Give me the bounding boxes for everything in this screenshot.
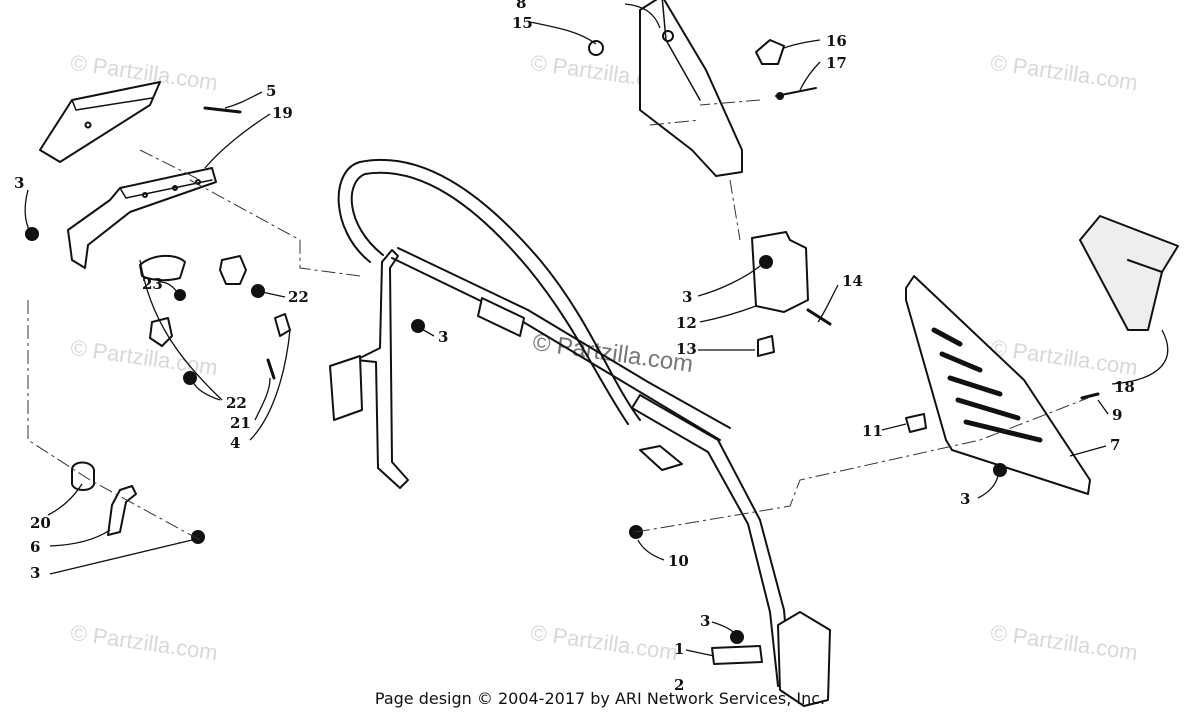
callout-19: 19 bbox=[272, 104, 293, 122]
top-left-plate bbox=[39, 81, 161, 163]
callout-3-center: 3 bbox=[682, 288, 693, 306]
left-bracket bbox=[67, 167, 217, 269]
callout-8: 8 bbox=[516, 0, 527, 12]
callout-6: 6 bbox=[30, 538, 41, 556]
callout-3-right: 3 bbox=[960, 490, 971, 508]
callout-2: 2 bbox=[674, 676, 685, 694]
callout-20: 20 bbox=[30, 514, 51, 532]
callout-22-upper: 22 bbox=[288, 288, 309, 306]
bolt-5 bbox=[203, 106, 242, 114]
callout-3-frame: 3 bbox=[438, 328, 449, 346]
callout-1: 1 bbox=[674, 640, 685, 658]
callout-3-lower-left: 3 bbox=[30, 564, 41, 582]
callout-23: 23 bbox=[142, 275, 163, 293]
right-side-panel bbox=[905, 275, 1100, 495]
callout-10: 10 bbox=[668, 552, 689, 570]
lower-left-bracket bbox=[71, 461, 205, 544]
callout-3-bottom: 3 bbox=[700, 612, 711, 630]
callout-14: 14 bbox=[842, 272, 863, 290]
callout-11: 11 bbox=[862, 422, 883, 440]
footer-copyright: Page design © 2004-2017 by ARI Network S… bbox=[374, 689, 826, 708]
callout-15: 15 bbox=[512, 14, 533, 32]
callout-3-left: 3 bbox=[14, 174, 25, 192]
callout-18: 18 bbox=[1114, 378, 1135, 396]
callout-17: 17 bbox=[826, 54, 847, 72]
callout-21: 21 bbox=[230, 414, 251, 432]
main-frame bbox=[329, 158, 831, 707]
callout-12: 12 bbox=[676, 314, 697, 332]
callout-13: 13 bbox=[676, 340, 697, 358]
foam-pad bbox=[1079, 215, 1179, 331]
callout-22-lower: 22 bbox=[226, 394, 247, 412]
callout-7: 7 bbox=[1110, 436, 1121, 454]
center-bracket bbox=[751, 231, 832, 357]
callout-leaders bbox=[24, 3, 1169, 657]
assembly-lines bbox=[27, 99, 1089, 541]
nut-3-left bbox=[25, 227, 39, 241]
upper-center-panel bbox=[588, 0, 743, 177]
callout-5: 5 bbox=[266, 82, 277, 100]
callout-4: 4 bbox=[230, 434, 241, 452]
callout-9: 9 bbox=[1112, 406, 1123, 424]
clip-16-17 bbox=[755, 39, 817, 100]
callout-16: 16 bbox=[826, 32, 847, 50]
